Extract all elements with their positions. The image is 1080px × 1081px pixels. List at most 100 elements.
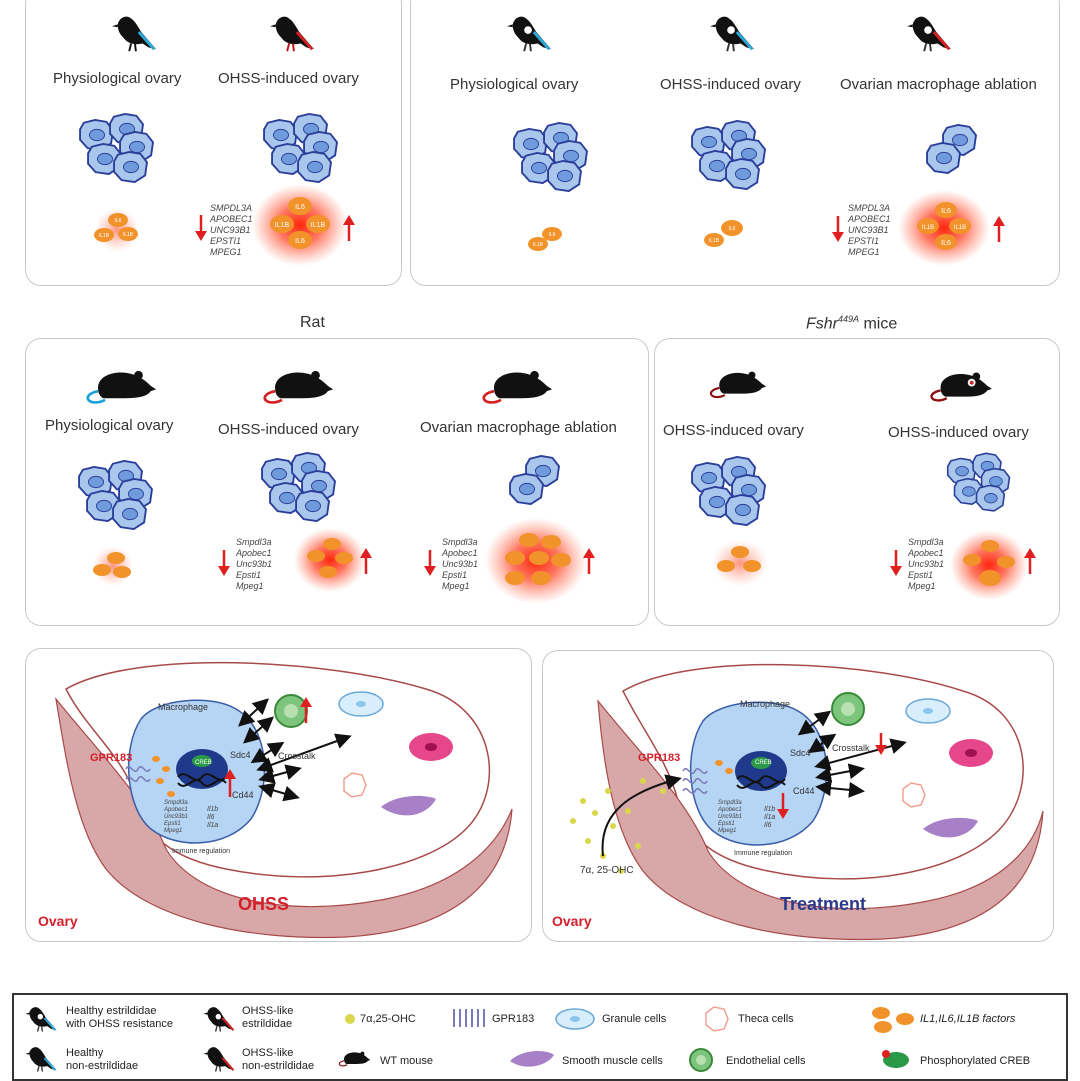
cd44-label: Cd44	[793, 786, 815, 796]
granulosa-cluster	[691, 120, 766, 190]
ohss-like-bird-icon	[202, 1003, 236, 1033]
crosstalk-label: Crosstalk	[832, 743, 870, 753]
gene: Il1b	[764, 806, 776, 813]
gene-list: Smpdl3a Apobec1 Unc93b1 Epsti1 Mpeg1	[908, 537, 944, 592]
gene: APOBEC1	[848, 214, 891, 224]
ohss-rat-icon	[257, 363, 337, 407]
gene: MPEG1	[848, 247, 880, 257]
gene: Smpdl3a	[718, 800, 742, 806]
gene: Smpdl3a	[442, 537, 478, 547]
gene: Unc93b1	[718, 814, 743, 820]
legend-factors: IL1,IL6,IL1B factors	[920, 1013, 1016, 1025]
factor-label: IL6	[729, 226, 736, 232]
gene-list: Smpdl3a Apobec1 Unc93b1 Epsti1 Mpeg1	[164, 800, 188, 835]
gene: Smpdl3a	[236, 537, 272, 547]
creb-label: CREB	[195, 760, 212, 766]
factor-label: IL1B	[954, 225, 966, 231]
gene: Smpdl3a	[908, 537, 944, 547]
factor-label: IL1B	[533, 242, 544, 248]
factor-label: IL6	[941, 208, 951, 215]
creb-label: CREB	[755, 760, 772, 766]
label-macrophage-ablation: Ovarian macrophage ablation	[420, 419, 617, 436]
gene-list: SMPDL3A APOBEC1 UNC93B1 EPSTI1 MPEG1	[848, 203, 891, 258]
granulosa-cluster-small	[509, 455, 560, 505]
wt-mouse-icon	[705, 363, 769, 403]
ohss-like-non-estrildidae-icon	[202, 1043, 236, 1073]
label-ohss-induced-ovary: OHSS-induced ovary	[218, 70, 359, 87]
legend-wt-mouse: WT mouse	[380, 1055, 433, 1067]
sdc4-label: Sdc4	[230, 750, 251, 760]
gene-list: SMPDL3A APOBEC1 UNC93B1 EPSTI1 MPEG1	[210, 203, 253, 258]
gene: MPEG1	[210, 247, 242, 257]
gene: Il1a	[207, 822, 219, 829]
label-physiological-ovary: Physiological ovary	[53, 70, 182, 87]
up-arrow-icon	[993, 216, 1005, 242]
ohss-title: OHSS	[238, 894, 290, 914]
gene: Unc93b1	[442, 559, 479, 569]
gene: Il1a	[764, 814, 776, 821]
gene: Apobec1	[908, 548, 944, 558]
immune-regulation-label: Immune regulation	[172, 848, 230, 855]
gene: Il6	[207, 814, 215, 821]
gene: Il1b	[207, 806, 219, 813]
gene: Epsti1	[164, 821, 181, 827]
gene: Epsti1	[718, 821, 735, 827]
il-gene-list: Il1b Il6 Il1a	[207, 806, 218, 830]
cytokine-cluster-low: IL6 IL1B	[704, 220, 743, 247]
factor-label: IL6	[295, 238, 305, 245]
healthy-bird-icon	[110, 10, 158, 54]
up-arrow-icon	[583, 548, 595, 574]
gene: Mpeg1	[718, 828, 737, 834]
factor-label: IL6	[941, 240, 951, 247]
section-title-mice: Fshr449A mice	[806, 314, 897, 333]
gene: UNC93B1	[848, 225, 889, 235]
section-title-rat: Rat	[300, 314, 325, 331]
ovary-label: Ovary	[552, 913, 592, 929]
gene: UNC93B1	[210, 225, 251, 235]
granulosa-cluster	[79, 113, 154, 183]
ablation-mouse-icon	[925, 363, 995, 407]
label-ohss-induced-ovary: OHSS-induced ovary	[888, 424, 1029, 441]
factor-label: IL6	[549, 232, 556, 238]
factor-label: IL6	[295, 204, 305, 211]
legend-healthy-non-estrildidae: Healthy non-estrildidae	[66, 1047, 139, 1072]
gene: Unc93b1	[908, 559, 945, 569]
cytokine-cluster-low: IL6 IL1B	[528, 227, 562, 251]
factor-label: IL6	[115, 218, 122, 224]
ohc-label: 7α, 25-OHC	[580, 865, 634, 876]
sdc4-label: Sdc4	[790, 748, 811, 758]
gene: Epsti1	[908, 570, 934, 580]
label-physiological-ovary: Physiological ovary	[45, 417, 174, 434]
gene: Epsti1	[442, 570, 468, 580]
granulosa-cluster-small	[926, 124, 977, 174]
gene-list: Smpdl3a Apobec1 Unc93b1 Epsti1 Mpeg1	[442, 537, 478, 592]
down-arrow-icon	[218, 550, 230, 576]
cytokine-cluster-low: IL6 IL1B IL1B	[94, 208, 139, 252]
gene: EPSTI1	[848, 236, 880, 246]
legend-smooth-muscle: Smooth muscle cells	[562, 1055, 663, 1067]
factor-label: IL1B	[99, 233, 110, 239]
gpr183-icon	[453, 1009, 485, 1027]
legend-endothelial-cells: Endothelial cells	[726, 1055, 806, 1067]
treatment-title: Treatment	[780, 894, 867, 914]
gene: Epsti1	[236, 570, 262, 580]
healthy-resistant-bird-icon	[24, 1003, 58, 1033]
gpr183-label: GPR183	[90, 752, 133, 764]
legend-ohc: 7α,25-OHC	[360, 1013, 416, 1025]
gene: SMPDL3A	[210, 203, 253, 213]
ablation-rat-icon	[476, 363, 556, 407]
il-gene-list: Il1b Il1a Il6	[764, 806, 775, 830]
gene: APOBEC1	[210, 214, 253, 224]
factor-label: IL1B	[275, 222, 290, 229]
label-ohss-induced-ovary: OHSS-induced ovary	[660, 76, 801, 93]
down-arrow-icon	[890, 550, 902, 576]
gene-list: Smpdl3a Apobec1 Unc93b1 Epsti1 Mpeg1	[236, 537, 272, 592]
down-arrow-icon	[195, 215, 207, 241]
gene: Apobec1	[718, 807, 742, 813]
gene: Mpeg1	[236, 581, 264, 591]
factor-label: IL1B	[922, 225, 934, 231]
cytokine-cluster-high	[485, 518, 587, 604]
down-arrow-icon	[832, 216, 844, 242]
macrophage-label: Macrophage	[740, 699, 791, 709]
gene-list: Smpdl3a Apobec1 Unc93b1 Epsti1 Mpeg1	[718, 800, 742, 835]
